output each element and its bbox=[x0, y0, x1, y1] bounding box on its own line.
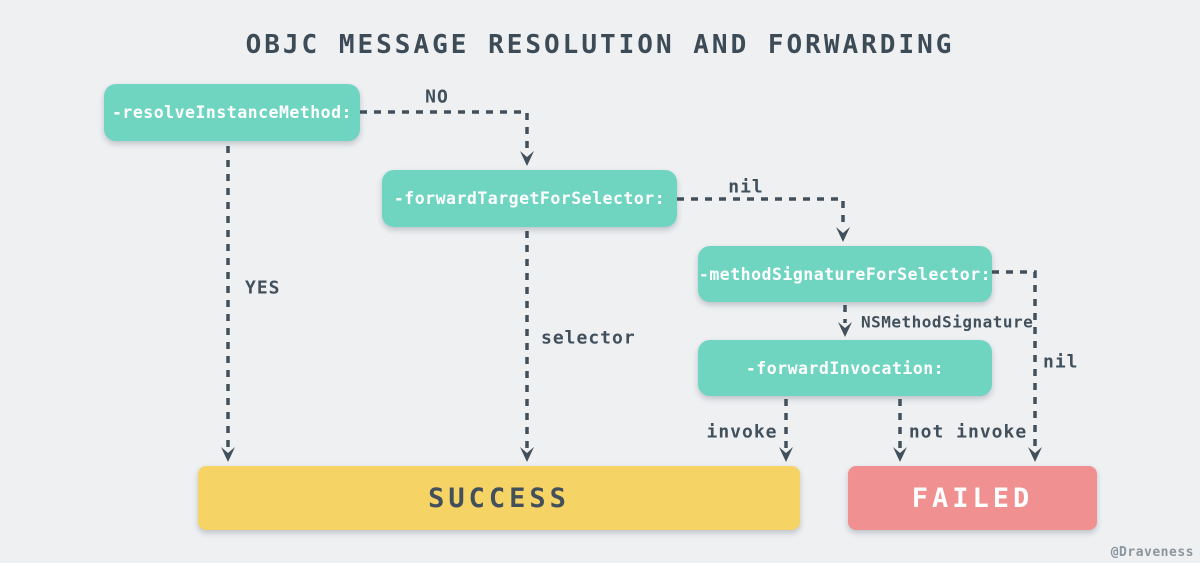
arrowhead-no bbox=[520, 151, 534, 166]
node-success: SUCCESS bbox=[198, 466, 800, 530]
arrowhead-invoke bbox=[779, 447, 793, 462]
edge-label-yes: YES bbox=[245, 277, 281, 299]
arrowhead-nsmethodsignature bbox=[838, 322, 852, 337]
edge-label-no: NO bbox=[425, 86, 449, 108]
node-failed: FAILED bbox=[848, 466, 1097, 530]
arrowhead-not-invoke bbox=[893, 447, 907, 462]
node-resolve-instance-method: -resolveInstanceMethod: bbox=[104, 84, 360, 141]
edge-label-selector: selector bbox=[541, 327, 636, 349]
arrowhead-selector bbox=[520, 447, 534, 462]
node-forward-invocation: -forwardInvocation: bbox=[698, 340, 992, 396]
watermark-credit: @Draveness bbox=[1110, 545, 1194, 560]
diagram-title: OBJC MESSAGE RESOLUTION AND FORWARDING bbox=[245, 30, 955, 60]
edge-no bbox=[360, 110, 529, 152]
edge-label-invoke: invoke bbox=[706, 421, 778, 443]
edge-label-not-invoke: not invoke bbox=[908, 421, 1028, 443]
edge-label-nil-target: nil bbox=[728, 176, 764, 198]
arrowhead-yes bbox=[221, 447, 235, 462]
arrowhead-nil-signature bbox=[1028, 447, 1042, 462]
node-forward-target-for-selector: -forwardTargetForSelector: bbox=[382, 170, 677, 227]
edge-nil-signature bbox=[992, 270, 1037, 448]
edge-nil-target bbox=[677, 197, 845, 228]
edge-label-nil-signature: nil bbox=[1043, 351, 1079, 373]
arrowhead-nil-target bbox=[836, 227, 850, 242]
edge-label-nsmethodsignature: NSMethodSignature bbox=[861, 312, 1034, 332]
node-method-signature-for-selector: -methodSignatureForSelector: bbox=[698, 246, 992, 302]
